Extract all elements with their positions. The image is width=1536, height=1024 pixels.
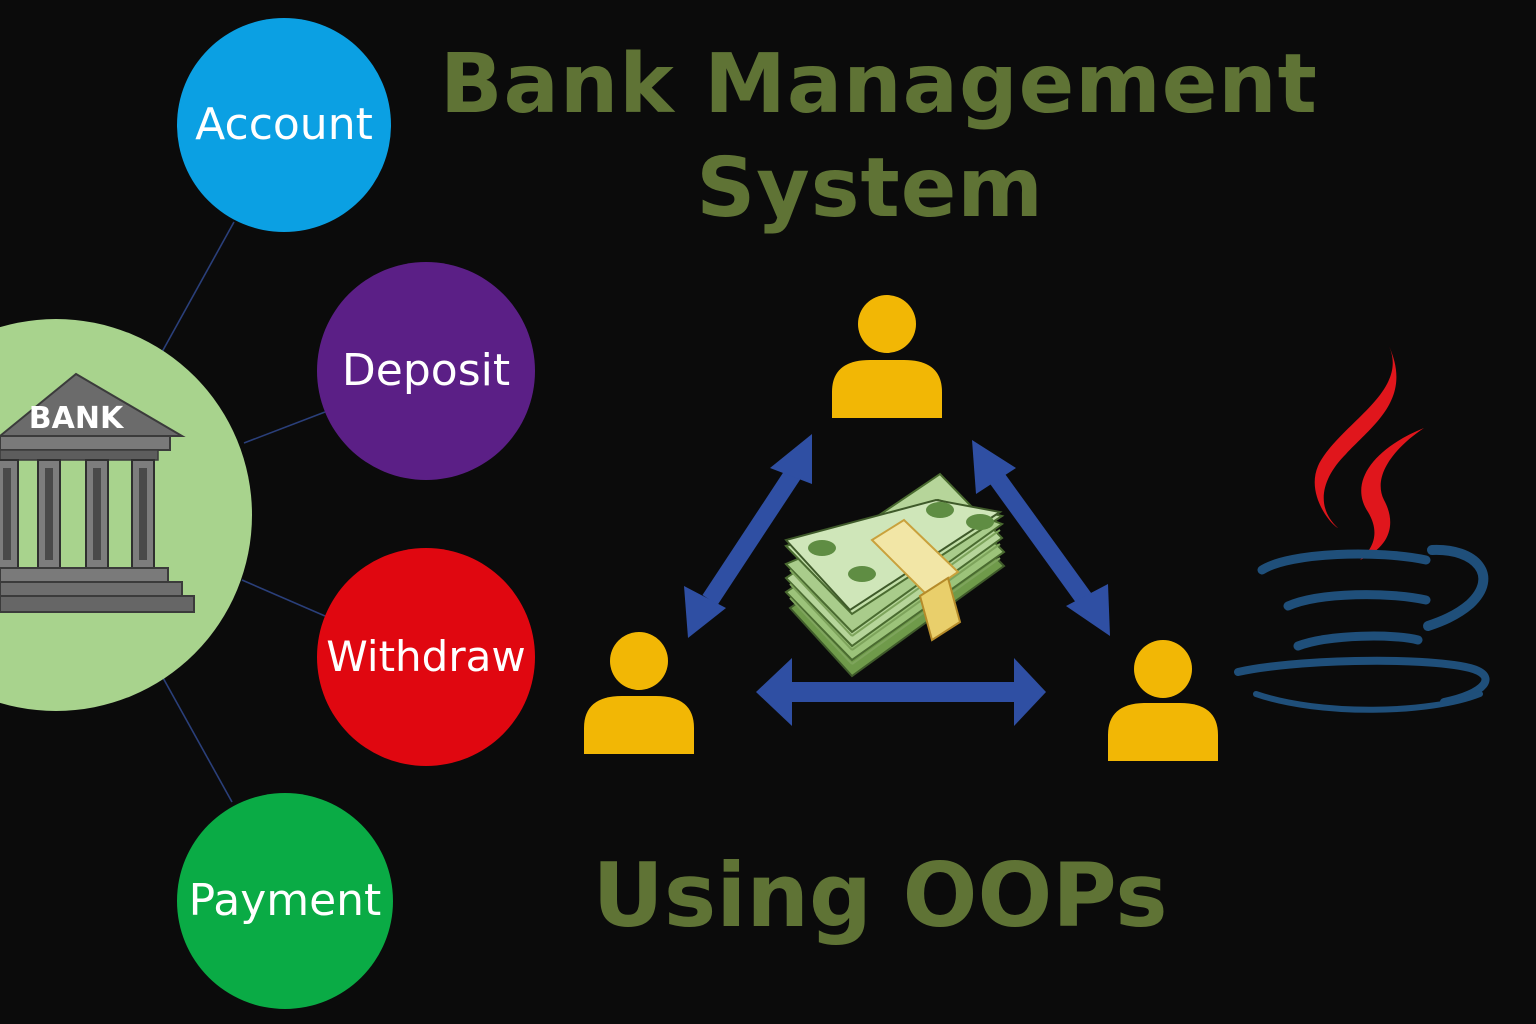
account-label: Account — [195, 99, 373, 150]
arrow-bottom-horizontal — [756, 658, 1046, 726]
account-node: Account — [177, 18, 391, 232]
java-cup — [1234, 544, 1490, 713]
connector-deposit — [243, 411, 326, 444]
connector-account — [161, 221, 235, 353]
payment-label: Payment — [188, 875, 382, 926]
transfer-arrows — [684, 434, 1110, 726]
payment-node: Payment — [177, 793, 393, 1009]
connector-payment — [161, 675, 233, 803]
java-steam — [1314, 344, 1424, 560]
arrow-right-diagonal — [972, 440, 1110, 636]
arrow-left-diagonal — [684, 434, 812, 638]
title-line-1: Bank Management — [440, 37, 1318, 132]
title-line-2: System — [696, 141, 1044, 236]
person-icon-left — [584, 632, 694, 754]
withdraw-node: Withdraw — [317, 548, 535, 766]
deposit-node: Deposit — [317, 262, 535, 480]
person-icon-top — [832, 295, 942, 418]
bank-sign-text: BANK — [29, 401, 125, 436]
money-stack-icon — [784, 472, 1006, 678]
connector-lines — [161, 221, 326, 803]
people-group — [584, 295, 1218, 761]
subtitle: Using OOPs — [592, 844, 1168, 947]
connector-withdraw — [241, 579, 326, 617]
deposit-label: Deposit — [341, 345, 511, 396]
withdraw-label: Withdraw — [326, 632, 526, 681]
bank-building-icon: BANK — [0, 372, 195, 613]
person-icon-right — [1108, 640, 1218, 761]
